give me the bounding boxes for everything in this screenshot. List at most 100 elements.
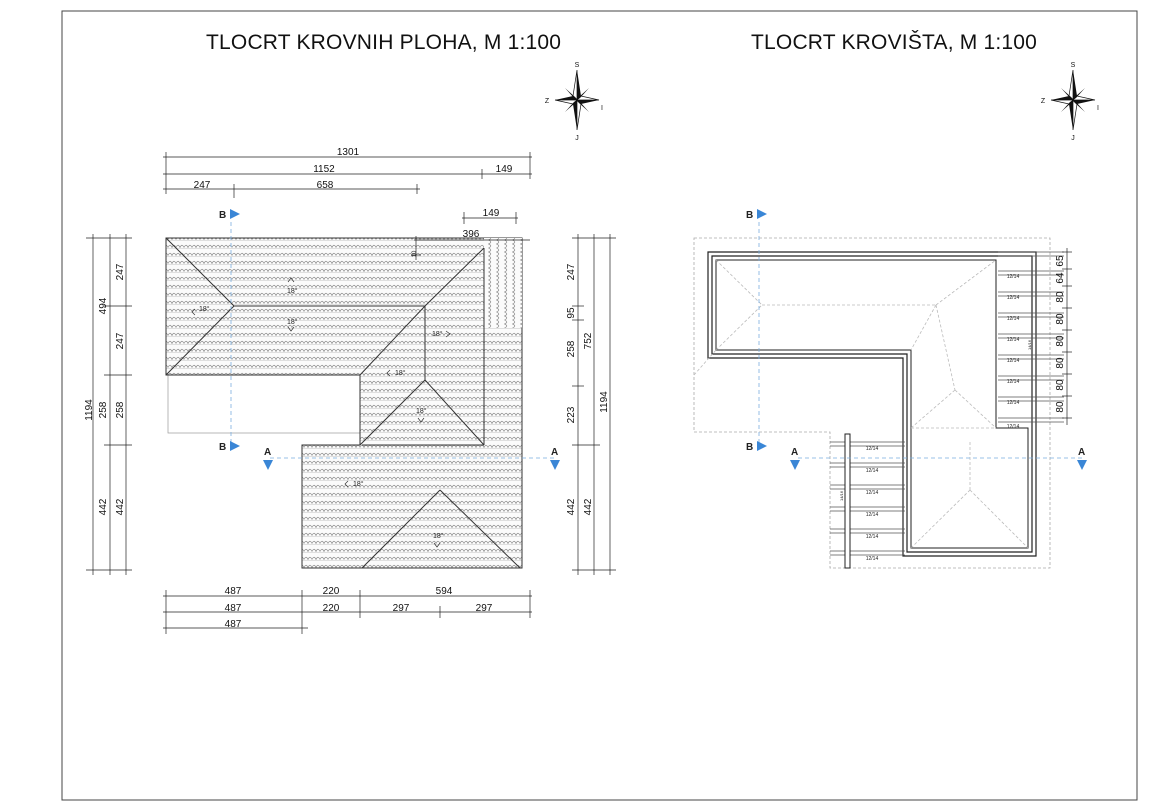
joist-label: 12/14 [1007, 400, 1020, 406]
dimension-label: 494 [98, 297, 109, 314]
compass-east-label: I [1097, 105, 1099, 112]
joist-label: 12/14 [1007, 358, 1020, 364]
joist-label: 12/14 [866, 468, 879, 474]
section-label-b: B [219, 210, 226, 221]
roof-structure-plan: 12/14 12/14 12/14 12/14 12/14 12/14 12/1… [693, 209, 1087, 569]
dimension-label: 487 [225, 619, 242, 630]
dimension-label: 223 [566, 406, 577, 423]
left-dimensions [86, 234, 132, 575]
compass-west-label: Z [1041, 98, 1046, 105]
dimension-label: 10 [412, 250, 418, 257]
section-label-b: B [746, 210, 753, 221]
rafters-right [998, 251, 1064, 423]
dimension-label: 220 [323, 603, 340, 614]
dimension-label: 80 [1055, 335, 1066, 347]
dimension-label: 64 [1055, 272, 1066, 284]
joist-label: 12/14 [1007, 379, 1020, 385]
dimension-label: 80 [1055, 291, 1066, 303]
bottom-dimensions [163, 590, 532, 634]
joist-label: 12/14 [1007, 295, 1020, 301]
dimension-label: 396 [463, 229, 480, 240]
section-lines [230, 222, 556, 459]
beam [844, 433, 851, 569]
roof-tiles-side [484, 238, 522, 328]
joist-label: 12/14 [866, 534, 879, 540]
compass-south-label: J [1071, 135, 1075, 142]
compass-rose-icon: S I J Z [1041, 62, 1099, 142]
dimension-label: 247 [115, 332, 126, 349]
slope-label: 18° [433, 532, 444, 540]
dimension-label: 247 [115, 263, 126, 280]
joist-label: 12/14 [1007, 274, 1020, 280]
compass-south-label: J [575, 135, 579, 142]
slope-label: 18° [432, 330, 443, 338]
dimension-label: 80 [1055, 313, 1066, 325]
compass-west-label: Z [545, 98, 550, 105]
roof-outline-dashed [693, 237, 1051, 569]
section-label-b: B [746, 442, 753, 453]
compass-north-label: S [1071, 62, 1076, 69]
section-lines [758, 222, 1082, 459]
beam-label: 14/16 [839, 490, 844, 501]
slope-label: 18° [199, 305, 210, 313]
top-dimensions [163, 152, 532, 260]
dimension-label: 80 [1055, 379, 1066, 391]
right-dimensions [572, 234, 616, 575]
dimension-label: 442 [566, 498, 577, 515]
dimension-label: 220 [323, 586, 340, 597]
dimension-label: 258 [115, 401, 126, 418]
section-label-b: B [219, 442, 226, 453]
joist-label: 12/14 [1007, 337, 1020, 343]
dimension-label: 258 [98, 401, 109, 418]
dimension-label: 442 [98, 498, 109, 515]
compass-north-label: S [575, 62, 580, 69]
dimension-label: 658 [317, 180, 334, 191]
roof-surfaces-plan-title: TLOCRT KROVNIH PLOHA, M 1:100 [206, 31, 562, 54]
dimension-label: 247 [194, 180, 211, 191]
building-outline [167, 374, 361, 434]
sheet-border [61, 10, 1138, 801]
slope-label: 18° [416, 407, 427, 415]
dimension-label: 1301 [337, 147, 360, 158]
dimension-label: 1194 [84, 399, 95, 421]
dimension-label: 80 [1055, 401, 1066, 413]
section-markers [230, 209, 560, 470]
section-label-a: A [1078, 447, 1085, 458]
dimension-label: 487 [225, 603, 242, 614]
dimension-label: 95 [566, 307, 577, 319]
compass-rose-icon: S I J Z [545, 62, 603, 142]
dimension-label: 487 [225, 586, 242, 597]
slope-arrows [191, 277, 451, 548]
joist-label: 12/14 [866, 512, 879, 518]
section-label-a: A [264, 447, 271, 458]
joist-label: 12/14 [866, 446, 879, 452]
dimension-label: 149 [496, 164, 513, 175]
dimension-label: 297 [476, 603, 493, 614]
dimension-label: 442 [115, 498, 126, 515]
dimension-label: 297 [393, 603, 410, 614]
slope-label: 18° [287, 287, 298, 295]
slope-label: 18° [353, 480, 364, 488]
slope-labels: 18° 18° 18° 18° 18° 18° 18° 18° [199, 287, 444, 540]
joist-label: 12/14 [1007, 316, 1020, 322]
slope-label: 18° [287, 318, 298, 326]
hip-lines [693, 259, 1029, 549]
rafter-dimension-chain [1062, 248, 1072, 425]
dimension-label: 149 [483, 208, 500, 219]
compass-east-label: I [601, 105, 603, 112]
dimension-label: 258 [566, 340, 577, 357]
dimension-label: 594 [436, 586, 453, 597]
rafters-lower [830, 441, 905, 556]
dimension-label: 752 [583, 332, 594, 349]
dimension-label: 65 [1055, 255, 1066, 267]
roof-structure-plan-title: TLOCRT KROVIŠTA, M 1:100 [751, 31, 1038, 54]
joist-label: 12/14 [866, 556, 879, 562]
dimension-label: 442 [583, 498, 594, 515]
dimension-label: 1194 [599, 391, 610, 413]
beam-label: 14/16 [1027, 339, 1032, 350]
roof-surfaces-plan: 18° 18° 18° 18° 18° 18° 18° 18° [84, 147, 616, 634]
section-label-a: A [791, 447, 798, 458]
joist-label: 12/14 [866, 490, 879, 496]
